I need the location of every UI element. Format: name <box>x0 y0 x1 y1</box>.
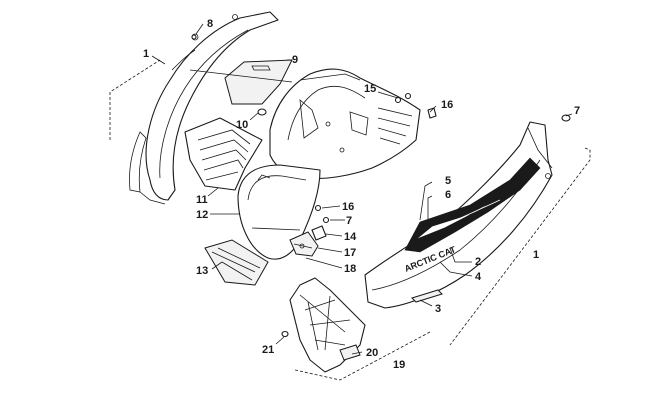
leader-3 <box>419 299 433 307</box>
callout-16-top: 16 <box>441 99 453 111</box>
panel-19-bracket <box>294 331 431 381</box>
fastener-15 <box>394 92 412 104</box>
callout-1-left: 1 <box>143 48 149 60</box>
callout-3: 3 <box>435 303 441 315</box>
leader-13 <box>211 261 223 270</box>
callout-19: 19 <box>393 359 405 371</box>
leader-17 <box>317 247 343 253</box>
callout-10: 10 <box>236 119 248 131</box>
bracket-14 <box>311 225 327 241</box>
leader-18 <box>305 257 343 269</box>
callout-1-right: 1 <box>533 249 539 261</box>
callout-5: 5 <box>445 175 451 187</box>
callout-11: 11 <box>196 194 208 206</box>
callout-6: 6 <box>445 189 451 201</box>
leader-10 <box>249 112 259 121</box>
hood-12 <box>237 68 421 260</box>
leader-16-mid <box>321 205 341 209</box>
bracket-17-18 <box>289 231 319 257</box>
leader-5 <box>419 181 433 221</box>
fastener-7-mid <box>322 216 330 224</box>
fastener-10 <box>257 108 267 116</box>
left-side-panel <box>129 11 279 205</box>
leader-14 <box>325 233 343 237</box>
leader-15 <box>377 91 399 99</box>
leader-16-top <box>429 105 437 113</box>
fastener-16-top <box>427 107 437 119</box>
leader-8 <box>195 23 204 35</box>
leader-21 <box>275 336 285 345</box>
panel-1-left-bracket <box>109 59 161 140</box>
callout-17: 17 <box>344 247 356 259</box>
callout-18: 18 <box>344 263 356 275</box>
fastener-16-mid <box>314 204 322 212</box>
headlight-lens-13 <box>204 239 269 286</box>
callout-7-mid: 7 <box>346 215 352 227</box>
fastener-21 <box>281 330 289 338</box>
leader-11 <box>207 187 219 197</box>
callout-9: 9 <box>292 54 298 66</box>
small-decal-3 <box>411 289 443 303</box>
leader-7-right <box>565 113 573 117</box>
callout-12: 12 <box>196 209 208 221</box>
grille-vent-11 <box>184 117 263 191</box>
callout-20: 20 <box>366 347 378 359</box>
lower-panel-19 <box>289 277 366 373</box>
leader-2 <box>449 247 472 263</box>
leader-6 <box>427 195 433 220</box>
callout-13: 13 <box>196 265 208 277</box>
callout-4: 4 <box>475 271 482 283</box>
leader-4 <box>439 261 473 277</box>
fastener-7-right <box>561 114 571 122</box>
callout-2: 2 <box>475 256 481 268</box>
decal-graphic-5-6 <box>404 157 541 253</box>
panel-1-right-bracket <box>449 147 591 346</box>
callout-8: 8 <box>207 18 213 30</box>
leader-1-left <box>151 55 166 65</box>
callout-16-mid: 16 <box>342 201 354 213</box>
leader-20 <box>351 351 363 355</box>
callout-15: 15 <box>364 83 376 95</box>
callout-7-right: 7 <box>574 105 580 117</box>
fastener-8 <box>191 34 197 40</box>
callout-14: 14 <box>344 231 357 243</box>
callout-21: 21 <box>262 344 274 356</box>
small-panel-9 <box>224 59 293 105</box>
leader-line-9-to-hood <box>189 69 293 83</box>
